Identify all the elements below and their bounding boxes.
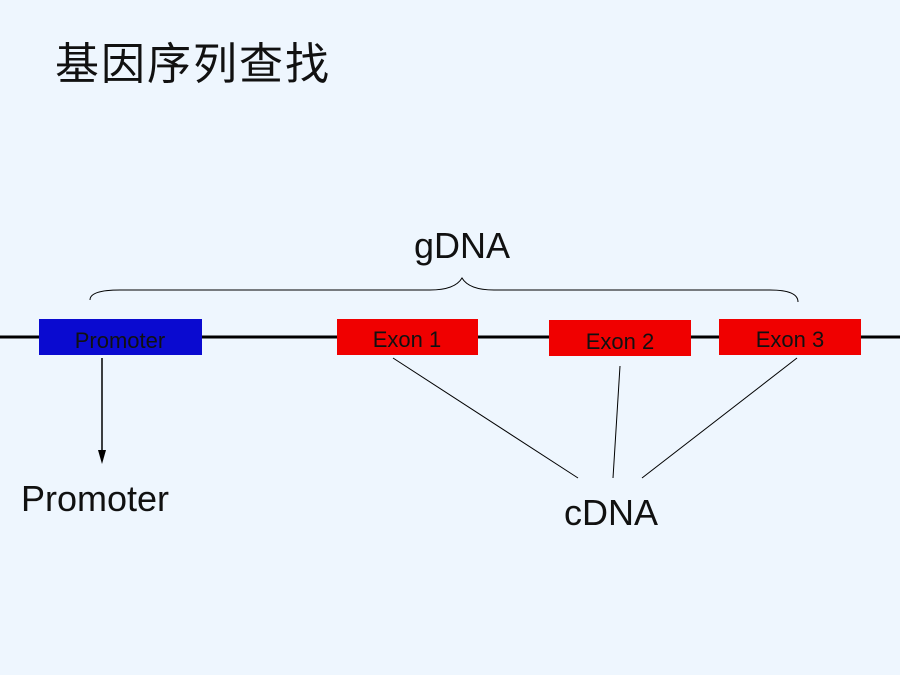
cdna-label: cDNA bbox=[564, 492, 658, 533]
exon-2-box bbox=[549, 320, 691, 356]
exon-2-label: Exon 2 bbox=[586, 329, 655, 354]
promoter-arrow-head bbox=[98, 450, 106, 464]
exon-3-label: Exon 3 bbox=[756, 327, 825, 352]
exon-3-connector bbox=[641, 357, 798, 479]
exon-1-box bbox=[337, 319, 478, 355]
promoter-box bbox=[39, 319, 202, 355]
promoter-box-label: Promoter bbox=[75, 328, 165, 353]
slide-title: 基因序列查找 bbox=[55, 39, 331, 90]
exon-3-box bbox=[719, 319, 861, 355]
exon-1-connector bbox=[392, 357, 579, 479]
promoter-callout-label: Promoter bbox=[21, 478, 169, 519]
gdna-brace bbox=[89, 277, 799, 303]
exon-1-label: Exon 1 bbox=[373, 327, 442, 352]
gdna-label: gDNA bbox=[414, 225, 510, 266]
exon-2-connector bbox=[612, 365, 621, 479]
